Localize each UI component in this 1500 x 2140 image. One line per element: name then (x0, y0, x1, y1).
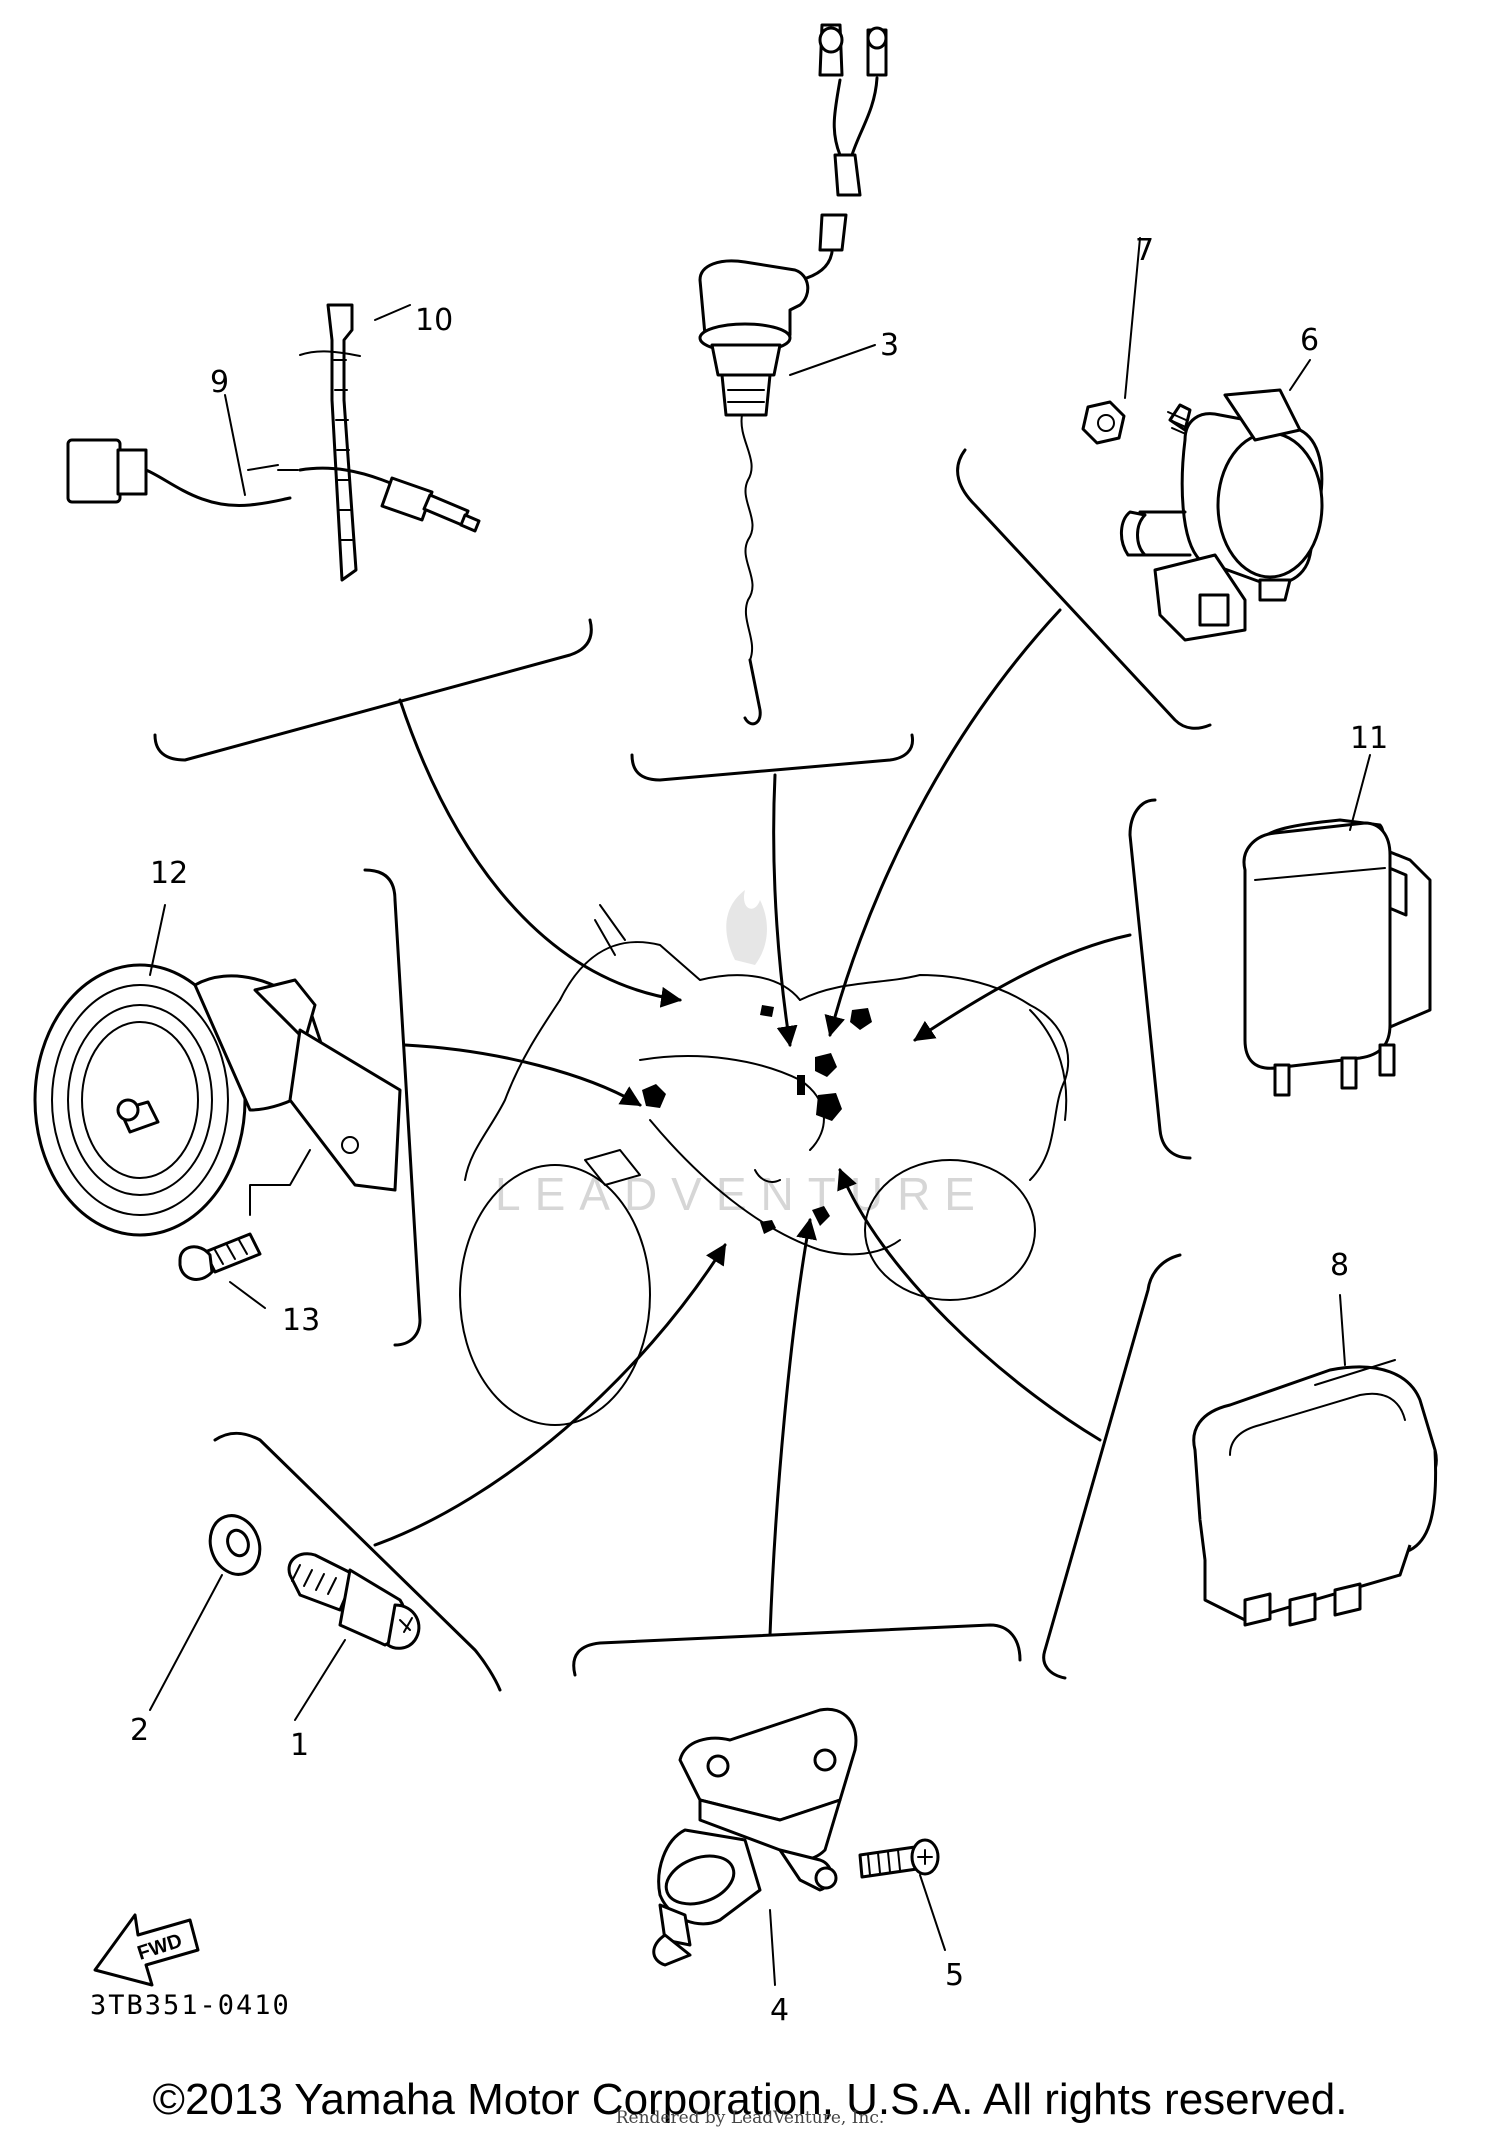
leader-lines (373, 608, 1132, 1637)
callout-5: 5 (945, 1958, 964, 1993)
part-4-switch (652, 1707, 858, 1967)
callout-7: 7 (1135, 233, 1154, 268)
callout-8: 8 (1330, 1248, 1349, 1283)
rendered-by-notice: Rendered by LeadVenture, Inc. (615, 2108, 885, 2128)
callout-leaders (149, 237, 1371, 1986)
part-6-relay (1120, 388, 1324, 642)
callout-labels: 10 9 3 6 7 11 12 8 2 1 4 5 13 (130, 233, 1388, 2028)
part-5-screw (858, 1838, 940, 1879)
callout-12: 12 (150, 856, 188, 891)
callout-10: 10 (415, 303, 453, 338)
callout-2: 2 (130, 1713, 149, 1748)
part-9-switch-lead (66, 438, 481, 533)
copyright-notice: ©2013 Yamaha Motor Corporation, U.S.A. A… (152, 2075, 1348, 2124)
leadventure-watermark: LEADVENTURE (495, 890, 989, 1220)
part-7-nut (1081, 400, 1126, 445)
callout-6: 6 (1300, 323, 1319, 358)
part-8-relay (1192, 1359, 1438, 1627)
part-10-band (299, 303, 361, 582)
motorcycle-outline (459, 904, 1070, 1426)
callout-13: 13 (282, 1303, 320, 1338)
callout-11: 11 (1350, 721, 1388, 756)
group-brackets (153, 448, 1212, 1692)
callout-4: 4 (770, 1993, 789, 2028)
part-3-switch (698, 23, 888, 726)
part-13-bolt (178, 1149, 311, 1281)
watermark-text: LEADVENTURE (495, 1168, 989, 1220)
callout-1: 1 (290, 1728, 309, 1763)
part-2-washer (208, 1514, 262, 1576)
diagram-code: 3TB351-0410 (90, 1990, 291, 2021)
part-12-horn (33, 963, 402, 1237)
part-1-switch (287, 1552, 421, 1650)
mount-points (642, 1005, 872, 1234)
part-11-relay (1242, 818, 1432, 1097)
callout-9: 9 (210, 365, 229, 400)
fwd-arrow-icon: FWD (93, 1913, 200, 1987)
callout-3: 3 (880, 328, 899, 363)
